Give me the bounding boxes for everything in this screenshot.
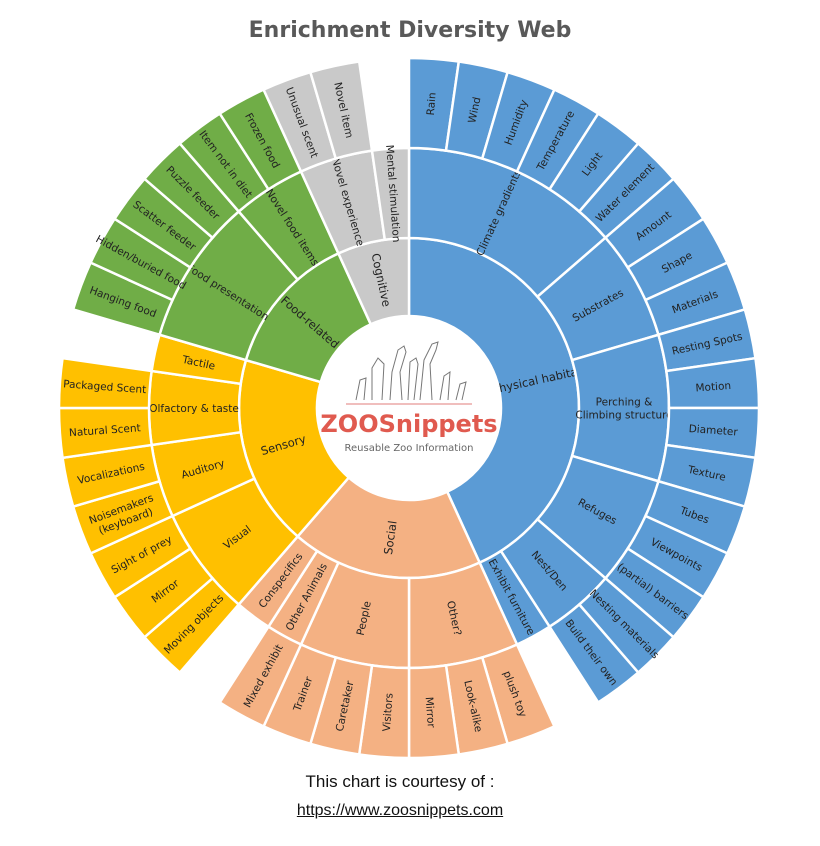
zoosnippets-link[interactable]: https://www.zoosnippets.com [296, 802, 504, 819]
chart-title: Enrichment Diversity Web [248, 18, 572, 43]
logo-name: ZOOSnippets [320, 410, 497, 438]
label-wind: Wind [466, 96, 483, 124]
label-diameter: Diameter [688, 423, 738, 439]
label-packaged-scent: Packaged Scent [63, 378, 147, 396]
label-natural-scent: Natural Scent [69, 422, 141, 439]
zoosnippets-logo: ZOOSnippets Reusable Zoo Information [317, 316, 501, 500]
logo-tagline: Reusable Zoo Information [345, 443, 474, 454]
label-mirror: Mirror [423, 696, 437, 728]
label-rain: Rain [425, 92, 439, 116]
label-motion: Motion [695, 380, 731, 395]
label-visitors: Visitors [381, 693, 396, 732]
label-perching-climbing-structure: Perching &Climbing structure [575, 397, 672, 422]
courtesy-text: This chart is courtesy of : [305, 772, 495, 791]
giraffe-logo-icon [355, 341, 467, 401]
label-olfactory-taste: Olfactory & taste [149, 403, 239, 415]
label-social: Social [381, 520, 400, 556]
segment-mental-stimulation[interactable] [370, 146, 411, 242]
